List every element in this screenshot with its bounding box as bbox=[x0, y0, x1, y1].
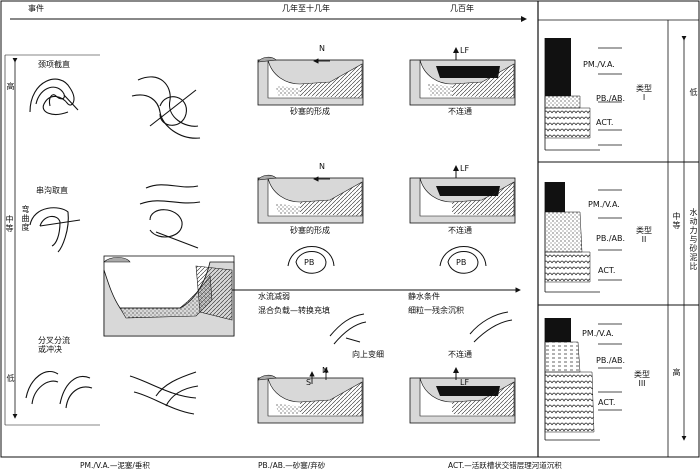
north-mark-2: N bbox=[319, 162, 325, 171]
right-axis-title: 水动力与砂泥比 bbox=[689, 208, 698, 271]
legend-pb: PB./AB.—砂塞/弃砂 bbox=[258, 461, 325, 470]
log1-act: ACT. bbox=[596, 118, 613, 127]
pb-mark-2: PB bbox=[456, 258, 466, 267]
log1-pb: PB./AB. bbox=[596, 94, 625, 103]
label-disconnected-1: 不连通 bbox=[448, 107, 472, 116]
left-axis-medium-1: 中等 bbox=[5, 215, 14, 233]
neck-cutoff-sketch bbox=[30, 79, 78, 114]
s-mark: S bbox=[306, 378, 311, 387]
label-still-water: 静水条件 bbox=[408, 292, 440, 301]
lf-mark-3: LF bbox=[460, 378, 469, 387]
log3-pm: PM./V.A. bbox=[582, 329, 614, 338]
oxbow-map-1 bbox=[132, 77, 200, 138]
header-decade-range: 几年至十几年 bbox=[282, 4, 330, 13]
type-1-label: 类型 I bbox=[636, 84, 652, 102]
type-2-label: 类型 II bbox=[636, 226, 652, 244]
label-disconnected-3: 不连通 bbox=[448, 350, 472, 359]
left-axis-high: 高 bbox=[6, 82, 15, 91]
label-plug-formation-1: 砂塞的形成 bbox=[290, 107, 330, 116]
event-avulsion-1: 分叉分流 bbox=[38, 336, 70, 345]
log2-pb: PB./AB. bbox=[596, 234, 625, 243]
lf-mark-2: LF bbox=[460, 164, 469, 173]
label-flow-weakening: 水流减弱 bbox=[258, 292, 290, 301]
right-axis-low: 低 bbox=[689, 88, 698, 97]
log2-pm: PM./V.A. bbox=[588, 200, 620, 209]
legend-pm: PM./V.A.—泥塞/垂积 bbox=[80, 461, 150, 470]
event-neck-cutoff: 颈项截直 bbox=[38, 60, 70, 69]
chute-cutoff-sketch bbox=[30, 208, 80, 252]
north-mark-1: N bbox=[319, 44, 325, 53]
label-fining-upward: 向上变细 bbox=[352, 350, 384, 359]
section-3-1 bbox=[258, 57, 363, 105]
avulsion-sketch bbox=[26, 371, 92, 408]
lf-mark-1: LF bbox=[460, 46, 469, 55]
label-plug-formation-2: 砂塞的形成 bbox=[290, 226, 330, 235]
log2-act: ACT. bbox=[598, 266, 615, 275]
label-mixed-load: 混合负载—转换充填 bbox=[258, 306, 330, 315]
log3-act: ACT. bbox=[598, 398, 615, 407]
label-fine-grained: 细粒一残余沉积 bbox=[408, 306, 464, 315]
section-3-2 bbox=[258, 175, 363, 223]
type-3-label: 类型 III bbox=[634, 370, 650, 388]
log3-pb: PB./AB. bbox=[596, 356, 625, 365]
label-disconnected-2: 不连通 bbox=[448, 226, 472, 235]
col3-small-sketches bbox=[288, 247, 366, 345]
event-chute-cutoff: 串沟取直 bbox=[36, 186, 68, 195]
left-axis-low: 低 bbox=[6, 374, 15, 383]
pb-mark-1: PB bbox=[304, 258, 314, 267]
section-4-1 bbox=[410, 60, 515, 105]
legend-act: ACT.—活跃槽状交错层理河道沉积 bbox=[448, 461, 562, 470]
header-events: 事件 bbox=[28, 4, 44, 13]
avulsion-map-3 bbox=[130, 372, 198, 414]
header-centuries: 几百年 bbox=[450, 4, 474, 13]
north-mark-3: N bbox=[322, 366, 328, 375]
left-axis-medium-2: 弯曲度 bbox=[21, 205, 30, 232]
right-axis-high: 高 bbox=[672, 368, 681, 377]
log1-pm: PM./V.A. bbox=[583, 60, 615, 69]
right-axis-medium: 中等 bbox=[672, 212, 681, 230]
large-channel-section bbox=[104, 256, 234, 336]
event-avulsion-2: 或冲决 bbox=[38, 345, 62, 354]
section-4-2 bbox=[410, 178, 515, 223]
chute-map-2 bbox=[140, 185, 200, 248]
